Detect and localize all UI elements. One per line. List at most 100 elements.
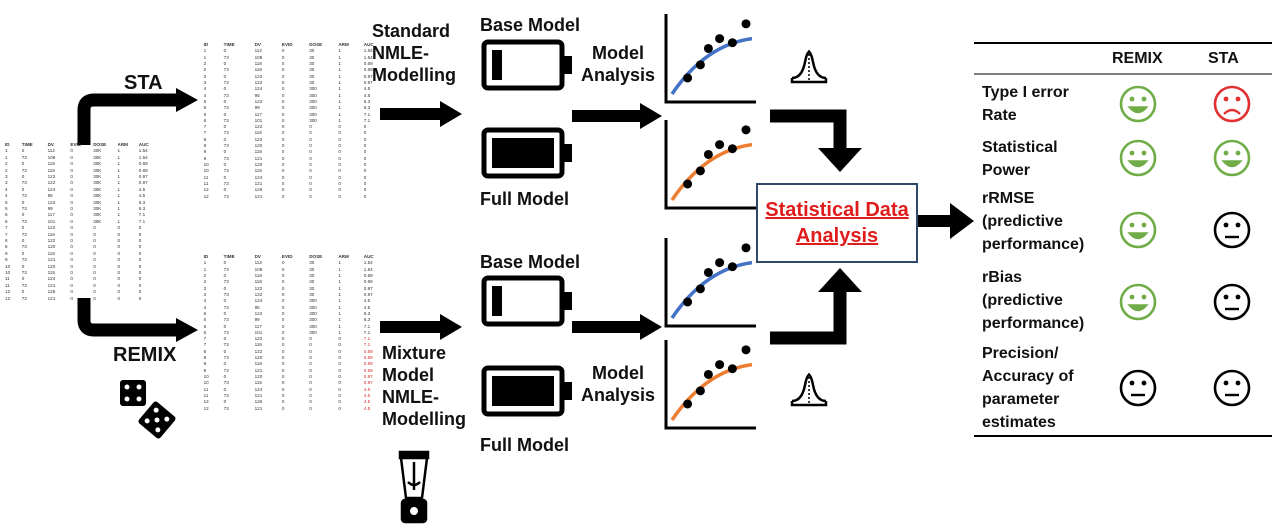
table-header-cell: TIME (223, 42, 235, 47)
table-cell: 4.5 (363, 405, 371, 411)
table-cell: 30K (93, 180, 102, 186)
table-cell: 0 (281, 136, 285, 142)
table-cell: 1 (117, 193, 121, 199)
table-cell: 0.69 (363, 67, 373, 73)
table-cell: 1.54 (363, 54, 373, 60)
table-cell: 99 (254, 105, 260, 111)
table-cell: 0 (309, 136, 312, 142)
table-cell: 0 (138, 231, 142, 237)
table-cell: 0 (363, 168, 367, 174)
table-cell: 0 (309, 181, 312, 187)
table-cell: 0 (281, 317, 285, 323)
statistical-data-analysis-box[interactable]: Statistical Data Analysis (756, 183, 918, 263)
table-cell: 121 (254, 367, 263, 373)
table-cell: 0.97 (363, 73, 373, 79)
table-cell: 0 (70, 154, 73, 160)
table-cell: 0 (138, 225, 142, 231)
table-cell: 4 (203, 86, 207, 92)
results-row-label: rRMSE (predictive performance) (982, 190, 1085, 253)
table-cell: 1 (338, 60, 341, 66)
model-analysis-label-bottom: Model Analysis (580, 363, 656, 405)
table-cell: 0 (281, 260, 285, 266)
table-cell: 0 (93, 225, 96, 231)
remix-branch-arrow (77, 298, 178, 337)
table-cell: 73 (223, 367, 229, 373)
table-cell: 73 (223, 279, 229, 285)
table-cell: 0 (223, 174, 227, 180)
table-header-cell: DOSE (309, 254, 323, 259)
table-cell: 0 (117, 289, 121, 295)
table-cell: 0 (309, 174, 312, 180)
table-cell: 0 (281, 111, 285, 117)
table-cell: 4 (203, 298, 207, 304)
table-cell: 124 (254, 298, 263, 304)
table-cell: 0 (70, 244, 73, 250)
table-cell: 300 (309, 92, 317, 98)
table-cell: 5 (203, 310, 207, 316)
table-cell: 126 (254, 187, 263, 193)
table-cell: 6 (203, 329, 207, 335)
table-cell: 1 (338, 79, 341, 85)
table-cell: 0 (223, 162, 227, 168)
table-cell: 0 (281, 348, 285, 354)
table-cell: 121 (254, 155, 263, 161)
table-cell: 1 (117, 186, 121, 192)
table-cell: 5 (5, 206, 8, 211)
table-cell: 124 (254, 86, 263, 92)
table-cell: 0 (338, 155, 341, 161)
table-cell: 300 (309, 317, 317, 323)
table-cell: 7.1 (363, 323, 371, 329)
table-cell: 0 (338, 336, 341, 342)
table-cell: 0 (281, 285, 285, 291)
table-cell: 0 (21, 289, 25, 295)
table-cell: 0 (70, 180, 73, 186)
table-cell: 1.54 (138, 148, 148, 154)
table-cell: 118 (254, 149, 262, 155)
table-cell: 1 (117, 218, 121, 224)
table-cell: 1 (338, 54, 341, 60)
table-cell: 0 (281, 367, 285, 373)
table-cell: 73 (223, 181, 229, 187)
table-cell: 0 (338, 342, 341, 348)
table-cell: 6 (5, 218, 8, 224)
table-cell: 1 (338, 67, 341, 73)
table-cell: 73 (223, 54, 229, 60)
table-cell: 0 (281, 399, 285, 405)
table-cell: 124 (47, 186, 56, 192)
table-cell: 124 (254, 386, 263, 392)
table-cell: 5 (203, 105, 207, 111)
statistical-data-analysis-link[interactable]: Statistical Data Analysis (765, 199, 909, 247)
table-cell: 0 (338, 143, 341, 149)
table-header-cell: DOSE (93, 142, 107, 147)
table-cell: 0 (70, 231, 73, 237)
table-cell: 300 (309, 86, 317, 92)
table-cell: 120 (254, 355, 263, 361)
table-header-cell: ID (203, 42, 209, 47)
table-header-cell: ARM (338, 42, 349, 47)
table-cell: 0 (281, 187, 285, 193)
table-cell: 0 (70, 174, 73, 179)
table-cell: 73 (223, 193, 229, 199)
table-cell: 0 (281, 48, 285, 54)
table-cell: 6.3 (363, 310, 371, 316)
table-cell: 4 (203, 92, 207, 98)
table-cell: 122 (254, 98, 263, 104)
table-cell: 73 (21, 167, 27, 173)
table-cell: 1 (117, 161, 121, 167)
table-cell: 1 (338, 272, 341, 278)
table-cell: 0 (223, 73, 227, 79)
table-cell: 9 (5, 257, 8, 263)
results-row-label: rBias (predictive performance) (982, 269, 1085, 332)
table-cell: 8 (203, 143, 207, 149)
table-cell: 0 (93, 289, 96, 295)
